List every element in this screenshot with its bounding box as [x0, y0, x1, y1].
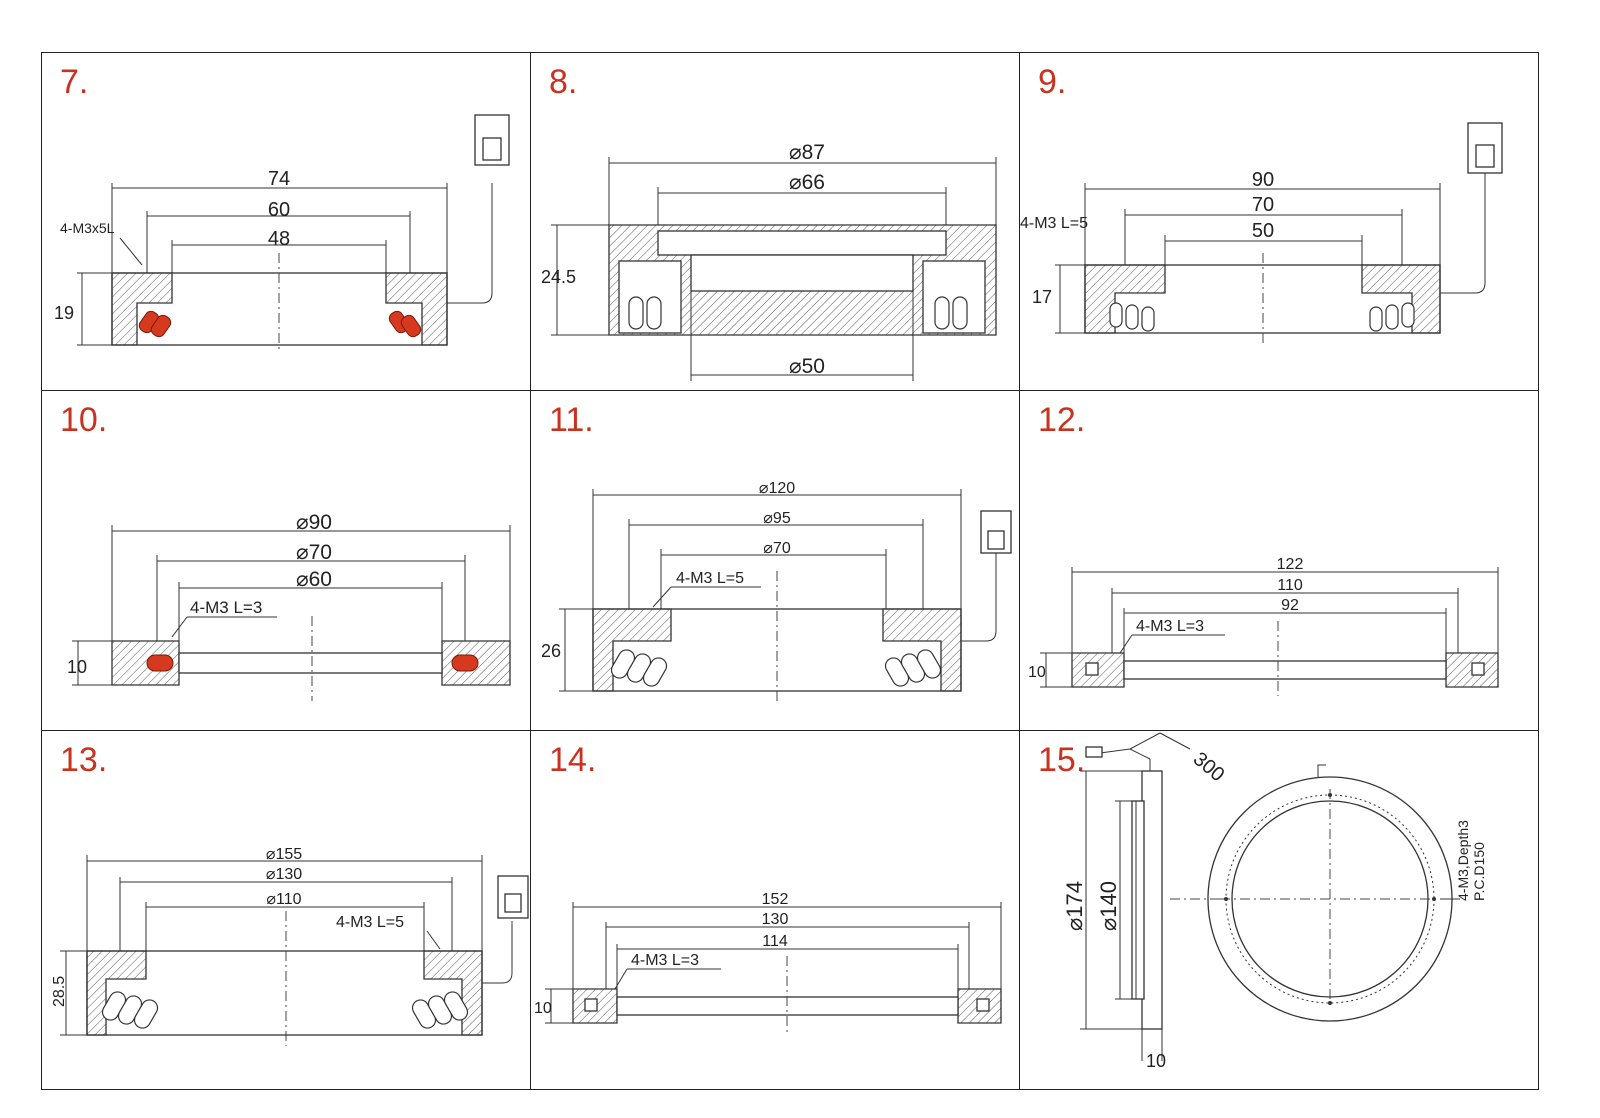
dim-middle: 70 — [1252, 194, 1274, 216]
panel-14-drawing: 152 130 114 4-M3 L=3 10 — [534, 891, 1002, 1036]
panel-14: 14. 152 130 114 4-M3 L=3 10 — [531, 731, 1020, 1089]
thread-note: 4-M3 L=3 — [190, 598, 262, 617]
dim-height: 17 — [1032, 287, 1052, 307]
dim-inner: ⌀140 — [1096, 881, 1121, 931]
pcd-note: P.C.D150 — [1471, 842, 1487, 901]
dim-outer: 122 — [1277, 556, 1304, 573]
dim-middle: ⌀130 — [266, 866, 302, 883]
thread-note: 4-M3x5L — [60, 220, 115, 236]
panel-12-drawing: 122 110 92 4-M3 L=3 10 — [1028, 556, 1499, 696]
dim-height: 26 — [541, 641, 561, 661]
panel-15-drawing: ⌀174 ⌀140 10 300 4-M3,Depth3 P.C.D150 — [1062, 732, 1487, 1071]
panel-13: 13. ⌀155 ⌀130 ⌀110 4-M3 L=5 28.5 — [42, 731, 531, 1089]
dim-outer: ⌀87 — [789, 141, 825, 164]
dim-middle: ⌀95 — [763, 510, 791, 527]
dim-height: 24.5 — [541, 267, 576, 287]
drawing-sheet: 7. 74 60 48 4-M3x5L 19 — [41, 52, 1539, 1090]
dim-inner: ⌀60 — [296, 568, 332, 591]
dim-height: 10 — [534, 1000, 552, 1017]
dim-bore: ⌀50 — [789, 355, 825, 378]
dim-inner: ⌀70 — [763, 540, 791, 557]
dim-inner: 92 — [1281, 597, 1299, 614]
thread-note: 4-M3 L=5 — [676, 570, 744, 587]
dim-middle: 110 — [1277, 577, 1303, 594]
thread-note: 4-M3 L=5 — [336, 914, 404, 931]
panel-8-drawing: ⌀87 ⌀66 24.5 ⌀50 — [541, 141, 997, 381]
dim-middle: ⌀70 — [296, 541, 332, 564]
panel-number: 9. — [1038, 63, 1067, 101]
panel-11: 11. ⌀120 ⌀95 ⌀70 4-M3 L=5 26 — [531, 391, 1020, 731]
dim-height: 19 — [54, 303, 74, 323]
panel-10: 10. ⌀90 ⌀70 ⌀60 4-M3 L=3 10 — [42, 391, 531, 731]
dim-inner: 114 — [762, 933, 788, 950]
panel-number: 11. — [549, 401, 594, 439]
dim-height: 10 — [1028, 664, 1046, 681]
dim-middle: 130 — [762, 911, 789, 928]
panel-15: 15. ⌀174 ⌀140 10 300 — [1020, 731, 1538, 1089]
dim-thickness: 10 — [1146, 1051, 1166, 1071]
panel-8: 8. ⌀87 ⌀66 24.5 ⌀50 — [531, 53, 1020, 391]
panel-number: 10. — [60, 401, 108, 439]
dim-cable: 300 — [1189, 748, 1229, 786]
panel-9: 9. 90 70 50 4-M3 L=5 17 — [1020, 53, 1538, 391]
dim-outer: 90 — [1252, 169, 1274, 191]
dim-inner: 48 — [268, 228, 290, 250]
panel-number: 12. — [1038, 401, 1086, 439]
dim-outer: ⌀120 — [759, 480, 795, 497]
panel-13-drawing: ⌀155 ⌀130 ⌀110 4-M3 L=5 28.5 — [51, 846, 529, 1046]
panel-number: 7. — [60, 63, 89, 101]
panel-7-drawing: 74 60 48 4-M3x5L 19 — [54, 114, 510, 353]
dim-outer: 152 — [762, 891, 789, 908]
panel-9-drawing: 90 70 50 4-M3 L=5 17 — [1020, 122, 1503, 343]
thread-note: 4-M3 L=3 — [631, 952, 699, 969]
dim-inner: ⌀110 — [266, 891, 301, 908]
dim-outer: ⌀174 — [1062, 881, 1087, 931]
panel-7: 7. 74 60 48 4-M3x5L 19 — [42, 53, 531, 391]
panel-number: 8. — [549, 63, 578, 101]
dim-middle: ⌀66 — [789, 171, 825, 194]
dim-height: 28.5 — [51, 976, 68, 1007]
dim-inner: 50 — [1252, 220, 1274, 242]
thread-note: 4-M3 L=3 — [1136, 618, 1204, 635]
dim-outer: ⌀90 — [296, 511, 332, 534]
dim-height: 10 — [67, 657, 87, 677]
panel-number: 14. — [549, 741, 597, 779]
panel-number: 15. — [1038, 741, 1086, 779]
thread-note: 4-M3 L=5 — [1020, 215, 1088, 232]
panel-number: 13. — [60, 741, 108, 779]
dim-outer: 74 — [268, 168, 290, 190]
dim-outer: ⌀155 — [266, 846, 302, 863]
panel-12: 12. 122 110 92 4-M3 L=3 10 — [1020, 391, 1538, 731]
panel-11-drawing: ⌀120 ⌀95 ⌀70 4-M3 L=5 26 — [541, 480, 1012, 701]
panel-10-drawing: ⌀90 ⌀70 ⌀60 4-M3 L=3 10 — [67, 511, 511, 701]
dim-middle: 60 — [268, 199, 290, 221]
thread-note: 4-M3,Depth3 — [1455, 820, 1471, 901]
